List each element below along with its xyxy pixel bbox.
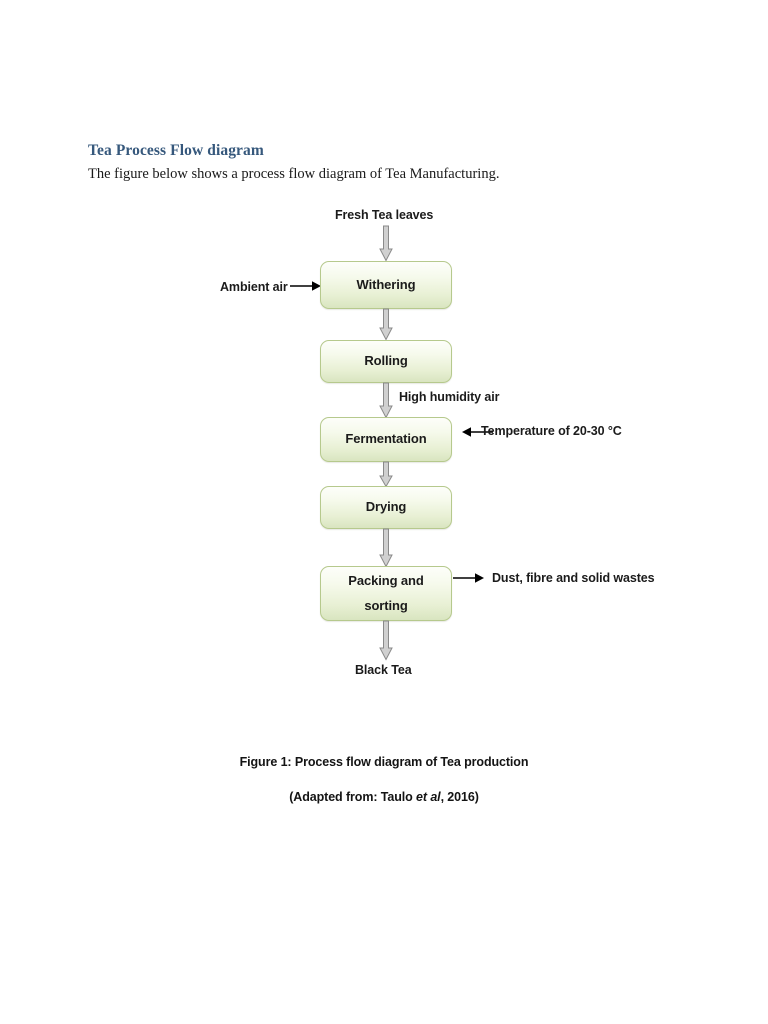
label-fresh-tea-leaves: Fresh Tea leaves xyxy=(335,208,434,222)
arrow-drying-to-packing xyxy=(379,528,393,568)
caption-source-suffix: , 2016) xyxy=(440,790,479,804)
intro-paragraph: The figure below shows a process flow di… xyxy=(88,166,500,182)
label-black-tea: Black Tea xyxy=(355,663,412,677)
arrow-withering-to-rolling xyxy=(379,308,393,341)
arrow-ambient-air-to-withering xyxy=(290,279,322,293)
arrow-packing-to-black-tea xyxy=(379,620,393,661)
arrow-temperature-to-fermentation xyxy=(461,425,493,439)
caption-source-prefix: (Adapted from: Taulo xyxy=(289,790,417,804)
figure-caption-title: Figure 1: Process flow diagram of Tea pr… xyxy=(239,755,529,769)
label-ambient-air: Ambient air xyxy=(220,280,288,294)
label-dust-fibre-solid-wastes: Dust, fibre and solid wastes xyxy=(492,571,655,585)
figure-caption-source: (Adapted from: Taulo et al, 2016) xyxy=(0,790,768,804)
arrow-fermentation-to-drying xyxy=(379,461,393,488)
caption-source-etal: et al xyxy=(416,790,441,804)
process-box-rolling[interactable]: Rolling xyxy=(320,340,452,383)
process-box-drying[interactable]: Drying xyxy=(320,486,452,529)
label-high-humidity-air: High humidity air xyxy=(399,390,500,404)
process-box-packing-sorting[interactable]: Packing and sorting xyxy=(320,566,452,621)
process-box-fermentation[interactable]: Fermentation xyxy=(320,417,452,462)
arrow-rolling-to-fermentation xyxy=(379,382,393,419)
arrow-input-to-withering xyxy=(379,225,393,262)
packing-label-line1: Packing and xyxy=(348,573,424,589)
label-temperature: Temperature of 20-30 °C xyxy=(481,424,622,438)
packing-label-line2: sorting xyxy=(364,597,408,613)
arrow-packing-to-waste xyxy=(453,571,485,585)
page-title: Tea Process Flow diagram xyxy=(88,142,264,159)
process-box-withering[interactable]: Withering xyxy=(320,261,452,309)
